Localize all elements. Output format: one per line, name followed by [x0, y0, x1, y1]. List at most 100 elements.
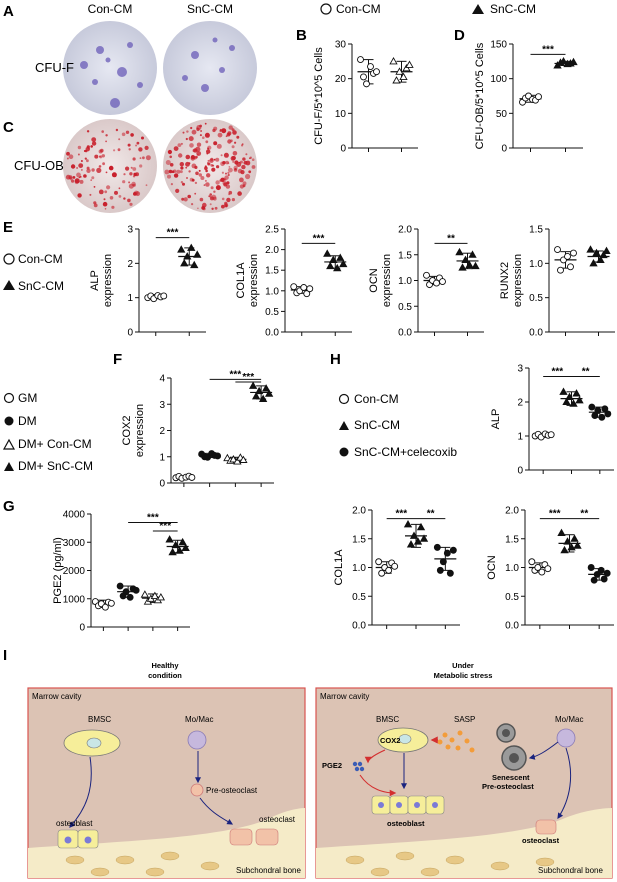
- cfu-ob-colony: [216, 143, 222, 149]
- legend-fg-gm: GM: [18, 391, 37, 405]
- cfu-ob-colony: [91, 168, 95, 172]
- data-point: [233, 457, 242, 465]
- cfu-ob-colony: [179, 170, 183, 174]
- cfu-ob-colony: [167, 174, 171, 179]
- data-point: [471, 261, 480, 270]
- cfu-ob-colony: [65, 174, 71, 180]
- data-point: [449, 546, 457, 554]
- cfu-ob-colony: [212, 128, 216, 133]
- y-tick-label: 20: [335, 74, 347, 85]
- data-point: [306, 285, 314, 293]
- data-point: [326, 261, 335, 270]
- cfu-ob-colony: [221, 171, 224, 174]
- data-point: [554, 246, 561, 254]
- bone-left: [28, 808, 305, 878]
- y-tick-label: 0.0: [265, 328, 279, 339]
- cfu-ob-colony: [195, 171, 199, 176]
- left-momac: Mo/Mac: [185, 715, 213, 724]
- data-point: [593, 570, 601, 578]
- cfu-ob-colony: [127, 198, 131, 203]
- cfu-ob-colony: [227, 139, 232, 144]
- panel-label-i: I: [3, 647, 7, 664]
- data-point: [156, 593, 166, 601]
- cfu-ob-colony: [86, 145, 90, 149]
- data-point: [187, 243, 196, 251]
- legend-h-snc: SnC-CM: [354, 418, 400, 432]
- right-momac: Mo/Mac: [555, 715, 583, 724]
- colony-col2-label: SnC-CM: [187, 2, 233, 16]
- data-point: [188, 474, 196, 481]
- legend-top-con: Con-CM: [336, 2, 381, 16]
- cfu-ob-colony: [86, 130, 90, 133]
- data-point: [122, 588, 130, 596]
- cfu-ob-colony: [231, 145, 235, 149]
- cfu-ob-colony: [136, 141, 140, 145]
- y-axis-label-2: expression: [381, 254, 393, 307]
- cfu-ob-colony: [105, 140, 107, 143]
- cfu-ob-colony: [191, 203, 194, 206]
- panel-label-c: C: [3, 119, 14, 136]
- cfu-ob-colony: [133, 192, 137, 196]
- cfu-ob-colony: [123, 173, 126, 176]
- legend-fg-dmcon: DM+ Con-CM: [18, 437, 92, 451]
- cfu-ob-colony: [188, 136, 194, 142]
- left-subchondral: Subchondral bone: [236, 866, 301, 875]
- cfu-ob-colony: [251, 158, 255, 161]
- cfu-ob-colony: [118, 187, 121, 190]
- data-point: [597, 566, 605, 574]
- cfu-ob-colony: [227, 171, 230, 174]
- data-point: [564, 253, 571, 260]
- cfu-ob-colony: [108, 165, 114, 171]
- left-cavity: Marrow cavity: [32, 692, 81, 701]
- data-point: [599, 250, 608, 259]
- data-point: [300, 284, 308, 291]
- cfu-ob-colony: [93, 201, 97, 205]
- cfu-ob-colony: [204, 165, 207, 168]
- data-point: [178, 537, 187, 546]
- y-tick-label: 1: [127, 293, 133, 304]
- cfu-ob-colony: [196, 127, 199, 130]
- cfu-ob-colony: [231, 155, 236, 161]
- right-pge2: PGE2: [322, 761, 342, 770]
- cfu-ob-colony: [83, 150, 86, 152]
- data-point: [363, 80, 370, 88]
- cfu-ob-colony: [185, 161, 190, 167]
- cfu-ob-colony: [182, 182, 185, 186]
- cfu-ob-colony: [173, 173, 179, 178]
- cfu-ob-colony: [165, 160, 171, 165]
- data-point: [443, 549, 451, 557]
- data-point: [165, 535, 174, 543]
- data-point: [602, 246, 611, 255]
- cfu-f-dish-snc: [163, 21, 257, 115]
- cfu-ob-colony: [111, 205, 115, 209]
- cfu-ob-colony: [169, 163, 174, 167]
- cfu-ob-colony: [66, 157, 69, 160]
- cfu-ob-colony: [228, 193, 231, 196]
- cfu-ob-colony: [194, 165, 198, 169]
- cfu-ob-colony: [242, 157, 246, 161]
- cfu-ob-colony: [234, 141, 237, 144]
- cfu-ob-colony: [202, 207, 206, 211]
- legend-e-con: Con-CM: [18, 252, 63, 266]
- y-tick-label: 0.5: [505, 592, 519, 603]
- cfu-ob-colony: [122, 180, 126, 184]
- data-point: [339, 259, 348, 268]
- cfu-ob-dish-snc: [163, 119, 257, 213]
- y-tick-label: 1000: [63, 594, 86, 605]
- cfu-ob-colony: [189, 143, 194, 148]
- legend-h-con: Con-CM: [354, 392, 399, 406]
- right-cox2: COX2: [380, 736, 400, 745]
- data-point: [446, 569, 454, 577]
- y-tick-label: 2.0: [352, 506, 366, 517]
- cfu-ob-colony: [66, 151, 70, 156]
- y-axis-label-2: expression: [102, 254, 114, 307]
- y-axis-label: COX2: [121, 416, 133, 446]
- data-point: [385, 566, 393, 574]
- y-tick-label: 1.0: [352, 563, 366, 574]
- cfu-ob-colony: [86, 168, 91, 173]
- cfu-ob-colony: [215, 157, 220, 162]
- data-point: [367, 63, 374, 70]
